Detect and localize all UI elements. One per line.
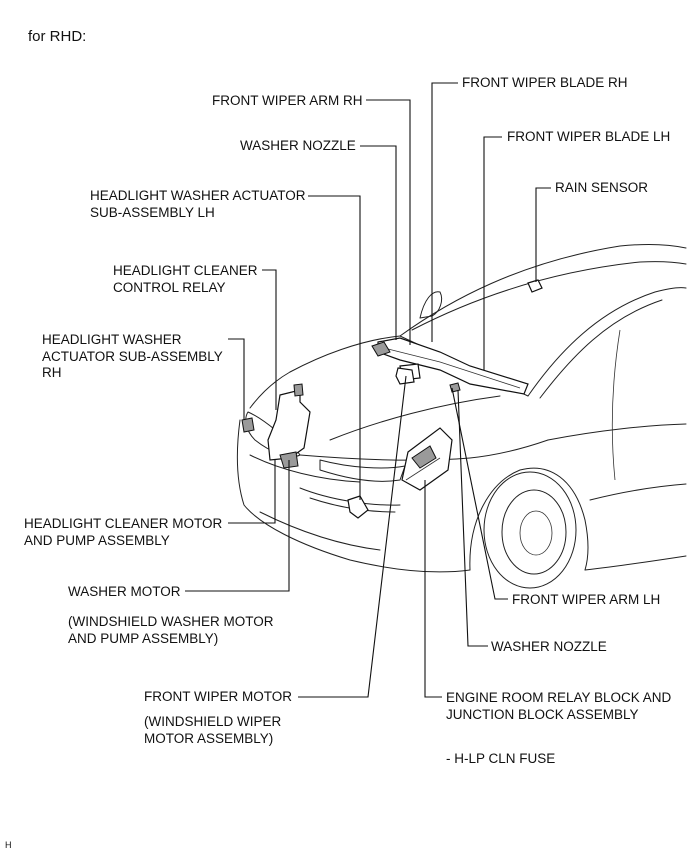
figure-code: H — [5, 840, 12, 850]
label-headlight-washer-actuator-rh: HEADLIGHT WASHER ACTUATOR SUB-ASSEMBLY R… — [42, 332, 223, 380]
components-drawing — [241, 279, 543, 519]
car-body-drawing — [236, 244, 687, 589]
label-washer-nozzle-bottom: WASHER NOZZLE — [491, 639, 607, 654]
label-front-wiper-blade-lh: FRONT WIPER BLADE LH — [507, 129, 671, 144]
label-washer-motor: WASHER MOTOR — [68, 584, 181, 599]
label-front-wiper-arm-lh: FRONT WIPER ARM LH — [512, 592, 661, 607]
label-headlight-cleaner-control-relay: HEADLIGHT CLEANER CONTROL RELAY — [113, 263, 258, 295]
label-headlight-washer-actuator-lh: HEADLIGHT WASHER ACTUATOR SUB-ASSEMBLY L… — [90, 188, 306, 220]
label-washer-nozzle-top: WASHER NOZZLE — [240, 138, 356, 153]
leader-lines — [185, 82, 551, 698]
page-title: for RHD: — [28, 28, 87, 45]
label-front-wiper-arm-rh: FRONT WIPER ARM RH — [212, 93, 363, 108]
label-rain-sensor: RAIN SENSOR — [555, 180, 649, 195]
label-fuse-note: - H-LP CLN FUSE — [446, 751, 556, 766]
label-front-wiper-blade-rh: FRONT WIPER BLADE RH — [462, 75, 628, 90]
label-front-wiper-motor-note: (WINDSHIELD WIPER MOTOR ASSEMBLY) — [144, 714, 282, 746]
label-washer-motor-note: (WINDSHIELD WASHER MOTOR AND PUMP ASSEMB… — [68, 614, 274, 646]
label-engine-room-relay: ENGINE ROOM RELAY BLOCK AND JUNCTION BLO… — [446, 690, 672, 722]
label-front-wiper-motor: FRONT WIPER MOTOR — [144, 689, 292, 704]
label-headlight-cleaner-motor: HEADLIGHT CLEANER MOTOR AND PUMP ASSEMBL… — [24, 516, 223, 548]
